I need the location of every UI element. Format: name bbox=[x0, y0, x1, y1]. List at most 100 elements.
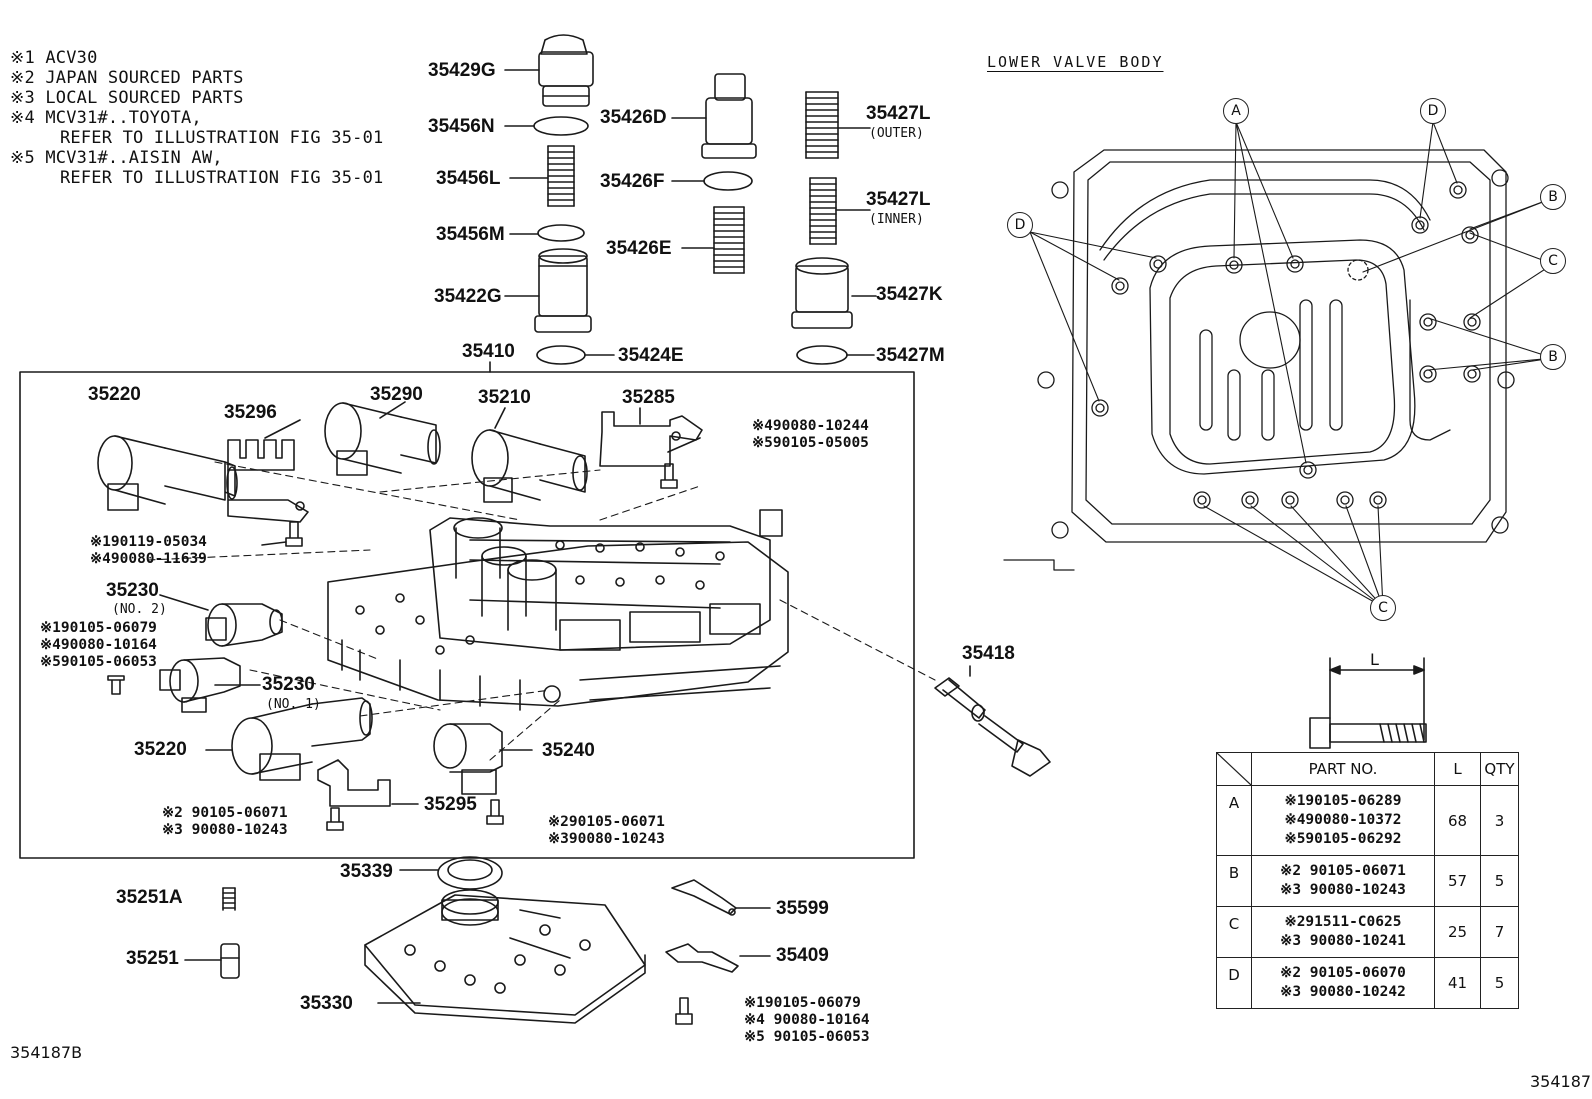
header-part-no: PART NO. bbox=[1251, 752, 1435, 786]
label-35409: 35409 bbox=[776, 945, 829, 966]
oring-35427M-drawing bbox=[796, 345, 875, 365]
label-35429G: 35429G bbox=[428, 60, 496, 81]
ref-part-number: ※490080-10244 bbox=[752, 418, 869, 434]
table-corner-cell bbox=[1216, 752, 1252, 786]
note-text: REFER TO ILLUSTRATION FIG 35-01 bbox=[60, 168, 384, 188]
row-parts: ※2 90105-06070 ※3 90080-10242 bbox=[1251, 957, 1435, 1009]
bracket-35285-drawing bbox=[599, 407, 703, 467]
label-35220-upper: 35220 bbox=[88, 384, 141, 405]
ref-part-number: ※4 90080-10164 bbox=[744, 1012, 870, 1028]
label-35427K: 35427K bbox=[876, 284, 943, 305]
note-text: REFER TO ILLUSTRATION FIG 35-01 bbox=[60, 128, 384, 148]
label-35290: 35290 bbox=[370, 384, 423, 405]
header-qty: QTY bbox=[1480, 752, 1519, 786]
diagonal-divider bbox=[1217, 753, 1251, 785]
spring-35427L-outer-drawing bbox=[805, 91, 871, 159]
oring-35426F-drawing bbox=[671, 171, 753, 191]
label-35295: 35295 bbox=[424, 794, 477, 815]
refs-35230: ※190105-06079 ※490080-10164 ※590105-0605… bbox=[40, 620, 157, 671]
row-length: 57 bbox=[1434, 855, 1481, 907]
label-35210: 35210 bbox=[478, 387, 531, 408]
row-parts: ※2 90105-06071 ※3 90080-10243 bbox=[1251, 855, 1435, 907]
bolt-35295-drawing bbox=[326, 807, 344, 831]
callout-b-top: B bbox=[1540, 184, 1566, 210]
refs-35409: ※190105-06079 ※4 90080-10164 ※5 90105-06… bbox=[744, 995, 870, 1046]
label-35410: 35410 bbox=[462, 341, 515, 362]
bracket-35296-drawing bbox=[227, 419, 309, 523]
oring-35456M-drawing bbox=[509, 224, 585, 242]
spring-35456L-drawing bbox=[509, 145, 575, 207]
bolt-dimension-drawing bbox=[1309, 657, 1427, 749]
label-35427L-outer: 35427L bbox=[866, 103, 931, 124]
part-number: ※190105-06289 bbox=[1284, 793, 1402, 809]
callout-c-right: C bbox=[1540, 248, 1566, 274]
valve-body-assembly-drawing bbox=[327, 509, 789, 711]
row-parts: ※190105-06289 ※490080-10372 ※590105-0629… bbox=[1251, 785, 1435, 856]
part-number: ※3 90080-10243 bbox=[1280, 882, 1406, 898]
lower-valve-body-drawing bbox=[1003, 149, 1515, 571]
bolt-35285-drawing bbox=[660, 437, 701, 489]
row-qty: 5 bbox=[1480, 957, 1519, 1009]
sleeve-35427K-drawing bbox=[791, 257, 877, 329]
ref-part-number: ※490080-11639 bbox=[90, 551, 207, 567]
bolt-35409-drawing bbox=[675, 997, 693, 1025]
solenoid-35210-drawing bbox=[471, 407, 588, 503]
lower-valve-body-title: LOWER VALVE BODY bbox=[987, 53, 1164, 71]
valve-35251-drawing bbox=[184, 943, 240, 979]
ref-part-number: ※3 90080-10243 bbox=[162, 822, 288, 838]
label-35285: 35285 bbox=[622, 387, 675, 408]
part-number: ※291511-C0625 bbox=[1284, 914, 1402, 930]
bolt-35296-drawing bbox=[261, 521, 303, 547]
spring-35251A-drawing bbox=[222, 887, 236, 911]
note-text: LOCAL SOURCED PARTS bbox=[45, 88, 244, 108]
label-35426D: 35426D bbox=[600, 107, 667, 128]
callout-c-bottom: C bbox=[1370, 595, 1396, 621]
ref-part-number: ※590105-05005 bbox=[752, 435, 869, 451]
solenoid-35220-lower-drawing bbox=[205, 697, 373, 781]
callout-a: A bbox=[1223, 98, 1249, 124]
label-35456N: 35456N bbox=[428, 116, 495, 137]
label-outer: (OUTER) bbox=[869, 126, 924, 141]
ref-part-number: ※190119-05034 bbox=[90, 534, 207, 550]
label-35330: 35330 bbox=[300, 993, 353, 1014]
ref-part-number: ※290105-06071 bbox=[548, 814, 665, 830]
seal-35339-drawing bbox=[399, 856, 503, 890]
label-35240: 35240 bbox=[542, 740, 595, 761]
row-key: C bbox=[1216, 906, 1252, 958]
label-35251A: 35251A bbox=[116, 887, 183, 908]
bolt-spec-table: PART NO. L QTY A ※190105-06289 ※490080-1… bbox=[1216, 752, 1519, 1009]
bracket-35295-drawing bbox=[317, 759, 419, 807]
oring-35456N-drawing bbox=[504, 116, 589, 136]
note-mark: ※2 bbox=[10, 68, 35, 88]
label-35427L-inner: 35427L bbox=[866, 189, 931, 210]
note-text: MCV31#..AISIN AW, bbox=[45, 148, 223, 168]
ref-part-number: ※490080-10164 bbox=[40, 637, 157, 653]
row-key: B bbox=[1216, 855, 1252, 907]
label-35426F: 35426F bbox=[600, 171, 665, 192]
label-35456M: 35456M bbox=[436, 224, 505, 245]
label-35599: 35599 bbox=[776, 898, 829, 919]
refs-35240: ※290105-06071 ※390080-10243 bbox=[548, 814, 665, 848]
label-35424E: 35424E bbox=[618, 345, 684, 366]
label-35456L: 35456L bbox=[436, 168, 501, 189]
refs-35285: ※490080-10244 ※590105-05005 bbox=[752, 418, 869, 452]
row-qty: 3 bbox=[1480, 785, 1519, 856]
spring-35427L-inner-drawing bbox=[809, 177, 871, 245]
note-mark: ※1 bbox=[10, 48, 35, 68]
ref-part-number: ※190105-06079 bbox=[40, 620, 157, 636]
callout-d-left: D bbox=[1007, 212, 1033, 238]
label-35339: 35339 bbox=[340, 861, 393, 882]
ref-part-number: ※190105-06079 bbox=[744, 995, 861, 1011]
row-length: 25 bbox=[1434, 906, 1481, 958]
row-qty: 7 bbox=[1480, 906, 1519, 958]
label-no1: (NO. 1) bbox=[266, 697, 321, 712]
note-mark: ※5 bbox=[10, 148, 35, 168]
row-parts: ※291511-C0625 ※3 90080-10241 bbox=[1251, 906, 1435, 958]
part-number: ※3 90080-10241 bbox=[1280, 933, 1406, 949]
row-key: D bbox=[1216, 957, 1252, 1009]
label-35220-lower: 35220 bbox=[134, 739, 187, 760]
valve-35426D-drawing bbox=[671, 73, 757, 159]
ref-part-number: ※590105-06053 bbox=[40, 654, 157, 670]
clip-35409-drawing bbox=[665, 943, 771, 973]
